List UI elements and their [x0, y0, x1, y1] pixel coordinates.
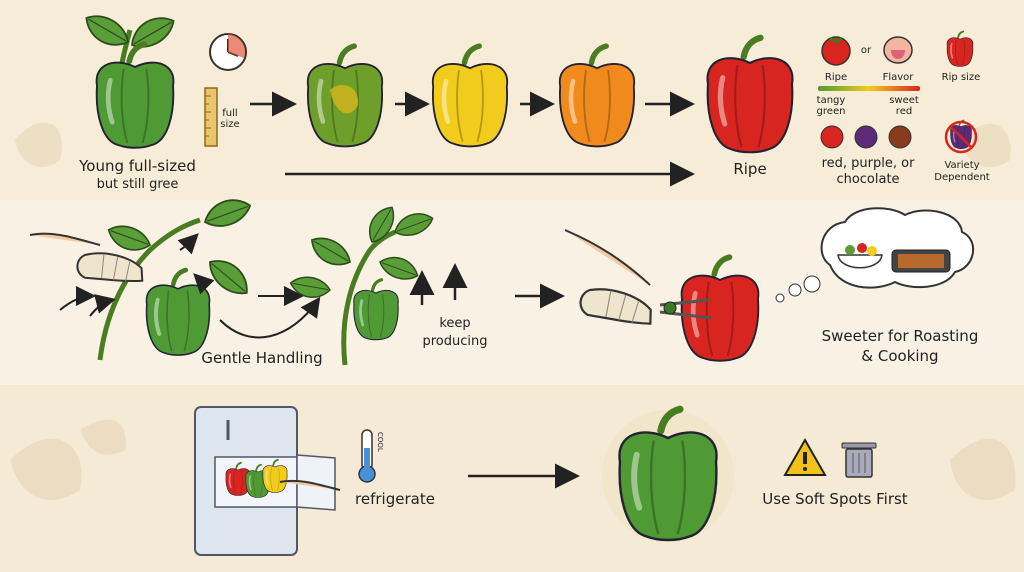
- soft-spots-label: Use Soft Spots First: [762, 490, 908, 508]
- gloved-hand-left: [29, 232, 148, 294]
- cool-label: COOL: [376, 432, 384, 452]
- orange-pepper: [560, 46, 634, 146]
- decorative-leaves: [10, 122, 1016, 500]
- legend-tangy: tangy green: [816, 95, 846, 117]
- salad-bowl-icon: [837, 254, 883, 269]
- legend-colors: red, purple, or chocolate: [821, 156, 915, 187]
- thermometer-icon: [358, 429, 376, 483]
- storage-band: [0, 385, 1024, 572]
- young-green-pepper: [79, 7, 180, 148]
- red-color-dot: [820, 125, 844, 149]
- yellow-pepper: [433, 46, 507, 146]
- small-red-pepper-icon: [946, 30, 974, 68]
- ruler-label: full size: [220, 108, 240, 130]
- young-sublabel: but still gree: [96, 177, 179, 192]
- legend-flavor: Flavor: [882, 72, 914, 83]
- ripe-red-pepper: [708, 38, 793, 152]
- cutting-scene: [564, 229, 758, 361]
- legend-rip-size: Rip size: [941, 72, 981, 83]
- legend-or: or: [860, 45, 872, 56]
- tomato-icon: [821, 36, 851, 66]
- legend-sweet: sweet red: [889, 95, 919, 117]
- harvest-plant: [97, 192, 256, 361]
- chocolate-color-dot: [888, 125, 912, 149]
- legend-variety: Variety Dependent: [934, 160, 990, 183]
- flavor-gradient-bar: [818, 86, 920, 91]
- ripe-label: Ripe: [733, 160, 767, 178]
- young-label: Young full-sized: [79, 157, 196, 175]
- thought-bubble: [775, 207, 975, 303]
- warning-icon: [783, 437, 827, 476]
- remaining-plant: [288, 201, 437, 366]
- keep-producing-label: keep producing: [422, 316, 488, 349]
- gentle-handling-label: Gentle Handling: [201, 349, 323, 367]
- ripening-arrows: [250, 91, 695, 187]
- purple-color-dot: [854, 125, 878, 149]
- refrigerator: [194, 406, 341, 556]
- clock-icon: [209, 33, 247, 71]
- ruler-icon: [204, 87, 218, 147]
- keep-producing-arrows: [409, 263, 565, 309]
- refrigerate-label: refrigerate: [355, 490, 435, 508]
- variety-icon: [944, 119, 978, 154]
- legend-ripe: Ripe: [824, 72, 848, 83]
- trash-icon: [841, 442, 877, 478]
- sweeter-label: Sweeter for Roasting & Cooking: [821, 327, 979, 365]
- handling-arrows: [59, 233, 321, 339]
- tongue-icon: [883, 36, 913, 64]
